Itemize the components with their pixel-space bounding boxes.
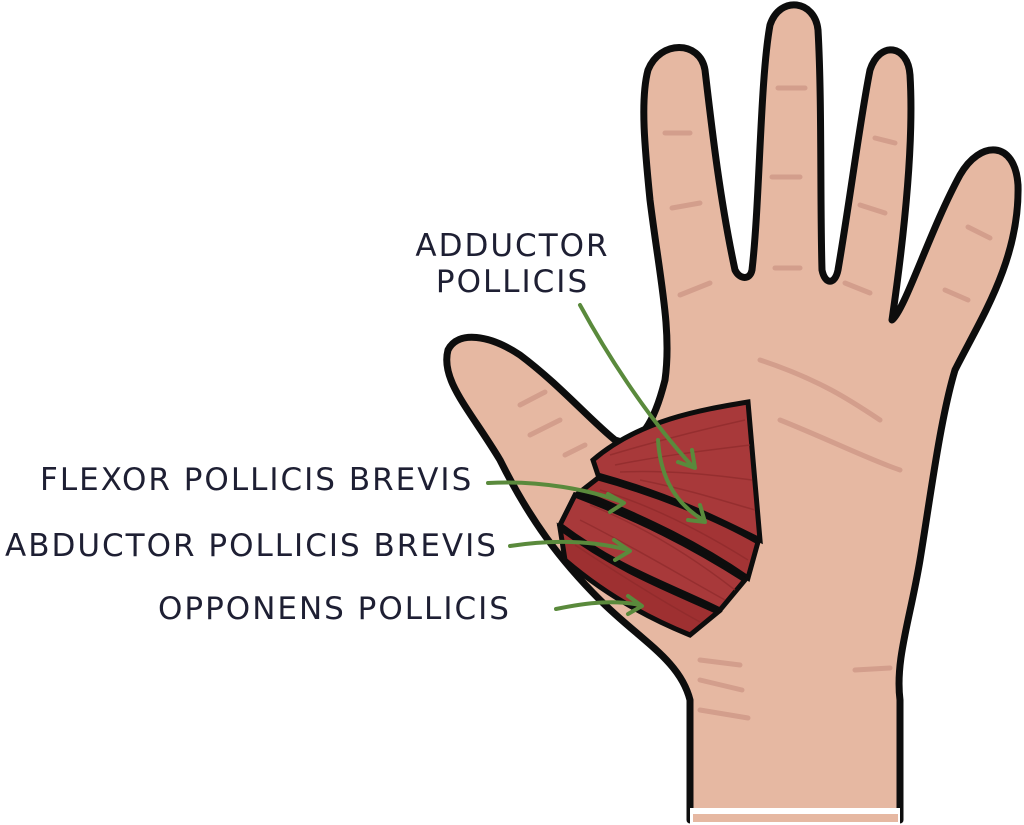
adductor-pollicis-muscle: [590, 399, 763, 545]
label-flexor-pollicis-brevis: FLEXOR POLLICIS BREVIS: [40, 462, 474, 498]
arrow-abductor: [508, 539, 630, 552]
arrow-adductor-1: [578, 303, 695, 469]
opponens-pollicis-muscle: [556, 522, 723, 638]
label-adductor-pollicis: ADDUCTOR POLLICIS: [405, 228, 620, 300]
abductor-pollicis-brevis-muscle: [556, 491, 749, 614]
label-adductor-line2: POLLICIS: [435, 264, 590, 300]
label-adductor-line1: ADDUCTOR: [415, 228, 610, 264]
label-arrows: [486, 303, 707, 616]
arrow-opponens: [554, 600, 642, 611]
label-opponens-pollicis: OPPONENS POLLICIS: [158, 591, 511, 627]
finger-creases: [517, 85, 993, 721]
label-abductor-pollicis-brevis: ABDUCTOR POLLICIS BREVIS: [5, 528, 498, 564]
arrow-adductor-2: [656, 438, 705, 522]
arrow-flexor: [486, 480, 624, 504]
